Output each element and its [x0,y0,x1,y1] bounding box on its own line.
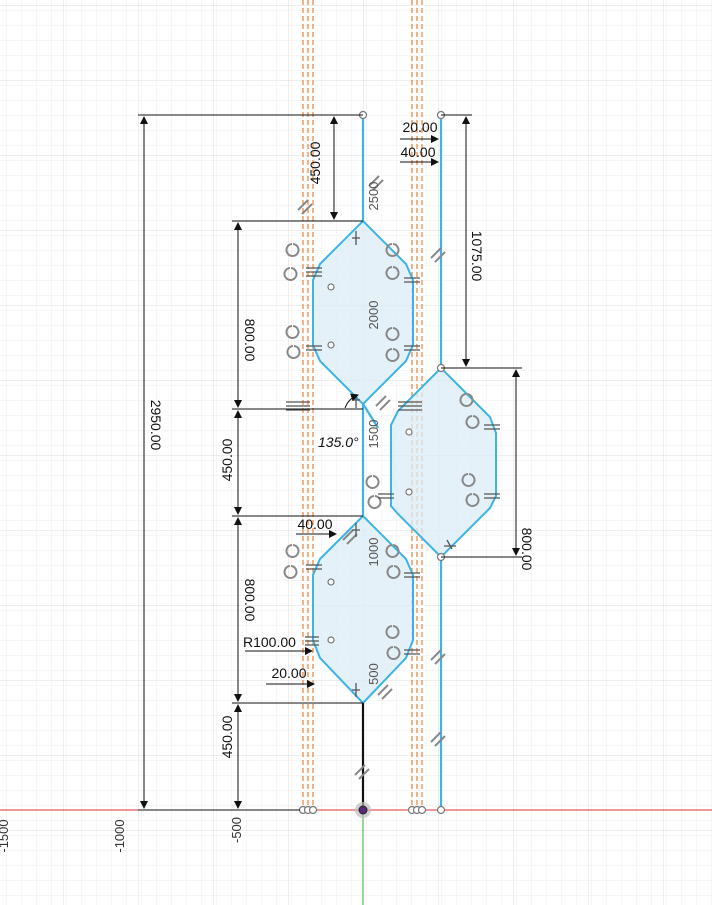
dim-40-mid[interactable]: 40.00 [297,516,332,532]
dim-450-mid[interactable]: 450.00 [219,438,235,481]
sketch-points[interactable] [298,110,446,815]
sketch-label-1500: 1500 [366,420,381,449]
dim-40-top[interactable]: 40.00 [400,144,435,160]
origin-point[interactable] [355,802,371,818]
sketch-label-2000: 2000 [366,301,381,330]
sketch-label-500: 500 [366,663,381,685]
sketch-label-2500: 2500 [366,182,381,211]
dim-total-height[interactable]: 2950.00 [148,400,164,451]
ruler-label-minus-500: -500 [229,817,244,843]
dim-radius[interactable]: R100.00 [243,634,296,650]
sketch-lines[interactable] [361,115,443,810]
dim-20-top[interactable]: 20.00 [402,119,437,135]
dim-angle[interactable]: 135.0° [318,434,359,450]
dimension-lines [138,114,522,811]
dim-800-lower[interactable]: 800.00 [242,579,258,622]
dim-20-lower[interactable]: 20.00 [271,665,306,681]
parallel-glyphs [286,231,500,697]
ruler-label-minus-1500: -1500 [0,819,11,852]
dim-450-bottom[interactable]: 450.00 [219,715,235,758]
dim-800-upper[interactable]: 800.00 [242,319,258,362]
dim-450-top[interactable]: 450.00 [307,141,323,184]
sketch-label-1000: 1000 [366,538,381,567]
dim-800-right[interactable]: 800.00 [519,528,535,571]
dim-1075[interactable]: 1075.00 [469,231,485,282]
ruler-label-minus-1000: -1000 [112,819,127,852]
